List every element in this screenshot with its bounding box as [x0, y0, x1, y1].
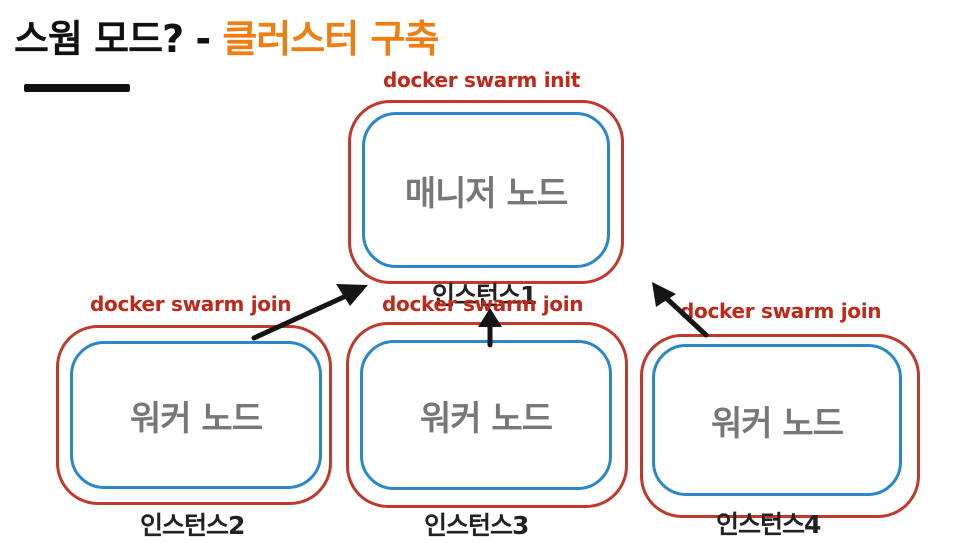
worker-2-command: docker swarm join — [382, 292, 584, 316]
worker-2-inner-box: 워커 노드 — [360, 340, 612, 490]
arrowhead-1 — [336, 284, 368, 306]
worker-1-instance-label: 인스턴스2 — [140, 511, 245, 540]
worker-2-label: 워커 노드 — [420, 398, 553, 439]
worker-3-label: 워커 노드 — [711, 403, 844, 444]
arrowhead-3 — [652, 282, 676, 307]
worker-1-label: 워커 노드 — [130, 398, 263, 439]
worker-1-command: docker swarm join — [90, 292, 292, 316]
worker-node-3: 워커 노드 — [640, 334, 920, 518]
manager-node: 매니저 노드 — [348, 100, 624, 284]
manager-inner-box: 매니저 노드 — [362, 112, 610, 268]
worker-3-inner-box: 워커 노드 — [652, 344, 902, 496]
arrow-worker-3-to-manager — [661, 293, 709, 338]
worker-1-outer-box — [56, 325, 332, 505]
title-underline — [24, 84, 130, 92]
worker-1-inner-box: 워커 노드 — [70, 341, 322, 489]
title-main: 스웜 모드? - — [14, 17, 223, 61]
arrow-worker-1-to-manager — [251, 293, 349, 341]
manager-outer-box — [348, 100, 624, 284]
title-accent: 클러스터 구축 — [222, 17, 439, 61]
worker-3-instance-label: 인스턴스4 — [716, 510, 821, 539]
manager-command: docker swarm init — [383, 68, 581, 92]
worker-3-command: docker swarm join — [680, 299, 882, 323]
manager-instance-label: 인스턴스1 — [432, 281, 537, 310]
page-title: 스웜 모드? - 클러스터 구축 — [14, 8, 439, 63]
worker-2-instance-label: 인스턴스3 — [424, 511, 529, 540]
worker-3-outer-box — [640, 334, 920, 518]
manager-node-label: 매니저 노드 — [404, 173, 568, 214]
worker-node-1: 워커 노드 — [56, 325, 332, 505]
arrowhead-2 — [478, 308, 502, 327]
